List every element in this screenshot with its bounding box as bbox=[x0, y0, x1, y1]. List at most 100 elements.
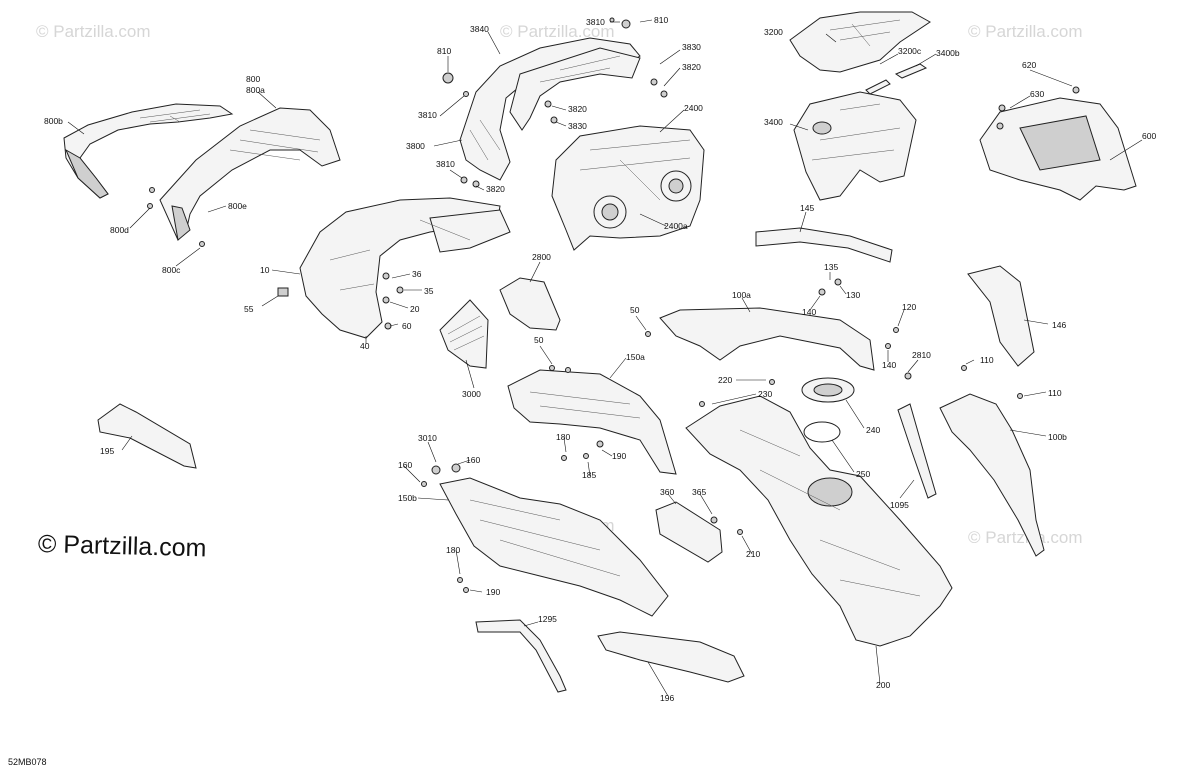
part-10-nose-cone bbox=[299, 197, 511, 339]
callout-250: 250 bbox=[856, 469, 871, 479]
diagram-code: 52MB078 bbox=[8, 757, 47, 767]
callout-800c: 800c bbox=[162, 265, 181, 275]
part-600-display-bezel bbox=[979, 97, 1137, 201]
callout-620: 620 bbox=[1022, 60, 1037, 70]
callout-110: 110 bbox=[1048, 388, 1062, 398]
part-1295-seal-strip bbox=[475, 619, 567, 693]
callout-365: 365 bbox=[692, 487, 707, 497]
callout-3800: 3800 bbox=[406, 141, 425, 151]
part-3000-vent bbox=[439, 299, 489, 369]
callout-1295: 1295 bbox=[538, 614, 557, 624]
callout-146: 146 bbox=[1052, 320, 1067, 330]
callout-220: 220 bbox=[718, 375, 733, 385]
callout-3200: 3200 bbox=[764, 27, 783, 37]
callout-240: 240 bbox=[866, 425, 881, 435]
callout-630: 630 bbox=[1030, 89, 1045, 99]
part-3400-storage-bin bbox=[793, 91, 917, 201]
callout-40: 40 bbox=[360, 341, 370, 351]
callout-100b: 100b bbox=[1048, 432, 1067, 442]
part-2400-headlight bbox=[551, 125, 705, 251]
part-2800-panel bbox=[499, 277, 561, 331]
part-3400b-pads bbox=[865, 63, 928, 95]
callout-810: 810 bbox=[654, 15, 669, 25]
callout-190: 190 bbox=[486, 587, 501, 597]
callout-3000: 3000 bbox=[462, 389, 481, 399]
callout-800: 800 bbox=[246, 74, 261, 84]
callout-3830: 3830 bbox=[682, 42, 701, 52]
leader-lines bbox=[67, 19, 1143, 697]
callout-10: 10 bbox=[260, 265, 270, 275]
callout-160: 160 bbox=[466, 455, 481, 465]
part-150b-lower-panel bbox=[439, 477, 669, 617]
callout-600: 600 bbox=[1142, 131, 1157, 141]
part-240-fuel-ring bbox=[801, 377, 855, 403]
callout-200: 200 bbox=[876, 680, 891, 690]
callout-140: 140 bbox=[882, 360, 897, 370]
callout-190: 190 bbox=[612, 451, 627, 461]
part-145-strip bbox=[755, 227, 893, 263]
part-250-seal bbox=[803, 421, 841, 443]
callout-180: 180 bbox=[556, 432, 571, 442]
callout-135: 135 bbox=[824, 262, 839, 272]
callout-3400: 3400 bbox=[764, 117, 783, 127]
callout-150b: 150b bbox=[398, 493, 417, 503]
callout-20: 20 bbox=[410, 304, 420, 314]
callout-3810: 3810 bbox=[586, 17, 605, 27]
part-800-windshield bbox=[159, 107, 341, 241]
part-196-lower-trim bbox=[597, 631, 745, 683]
callout-2800: 2800 bbox=[532, 252, 551, 262]
callout-3820: 3820 bbox=[568, 104, 587, 114]
part-150a-side-panel bbox=[507, 369, 677, 475]
callout-150a: 150a bbox=[626, 352, 645, 362]
part-3200-storage-lid bbox=[789, 11, 931, 73]
callout-1095: 1095 bbox=[890, 500, 909, 510]
part-195-trim-piece bbox=[97, 403, 197, 469]
part-1095-strip bbox=[897, 403, 937, 499]
part-800b-deflector bbox=[63, 103, 234, 199]
part-100b-side-trim bbox=[939, 393, 1045, 557]
callout-55: 55 bbox=[244, 304, 254, 314]
callout-800d: 800d bbox=[110, 225, 129, 235]
callout-35: 35 bbox=[424, 286, 434, 296]
callout-2400a: 2400a bbox=[664, 221, 688, 231]
part-3800-upper-bracket bbox=[459, 37, 641, 181]
callout-180: 180 bbox=[446, 545, 461, 555]
callout-60: 60 bbox=[402, 321, 412, 331]
callout-185: 185 bbox=[582, 470, 597, 480]
callout-50: 50 bbox=[630, 305, 640, 315]
callout-3820: 3820 bbox=[486, 184, 505, 194]
watermark: © Partzilla.com bbox=[500, 22, 615, 41]
callout-120: 120 bbox=[902, 302, 917, 312]
callout-3200c: 3200c bbox=[898, 46, 922, 56]
callout-110: 110 bbox=[980, 355, 994, 365]
callout-210: 210 bbox=[746, 549, 761, 559]
callout-810: 810 bbox=[437, 46, 452, 56]
watermark: © Partzilla.com bbox=[968, 22, 1083, 41]
callout-160: 160 bbox=[398, 460, 413, 470]
callout-3810: 3810 bbox=[436, 159, 455, 169]
callout-196: 196 bbox=[660, 693, 675, 703]
part-360-bracket bbox=[655, 501, 723, 563]
callout-50: 50 bbox=[534, 335, 544, 345]
callout-800a: 800a bbox=[246, 85, 265, 95]
callout-2810: 2810 bbox=[912, 350, 931, 360]
fasteners bbox=[147, 17, 1080, 593]
callout-130: 130 bbox=[846, 290, 861, 300]
watermark: © Partzilla.com bbox=[968, 528, 1083, 547]
callout-800e: 800e bbox=[228, 201, 247, 211]
watermark: © Partzilla.com bbox=[36, 22, 151, 41]
part-100a-trim-rail bbox=[659, 307, 875, 371]
callout-100a: 100a bbox=[732, 290, 751, 300]
callout-195: 195 bbox=[100, 446, 115, 456]
callout-3810: 3810 bbox=[418, 110, 437, 120]
callout-230: 230 bbox=[758, 389, 773, 399]
callout-800b: 800b bbox=[44, 116, 63, 126]
callout-3820: 3820 bbox=[682, 62, 701, 72]
callout-2400: 2400 bbox=[684, 103, 703, 113]
callout-360: 360 bbox=[660, 487, 675, 497]
part-200-tank-cover bbox=[685, 395, 953, 647]
callout-36: 36 bbox=[412, 269, 422, 279]
callout-3840: 3840 bbox=[470, 24, 489, 34]
